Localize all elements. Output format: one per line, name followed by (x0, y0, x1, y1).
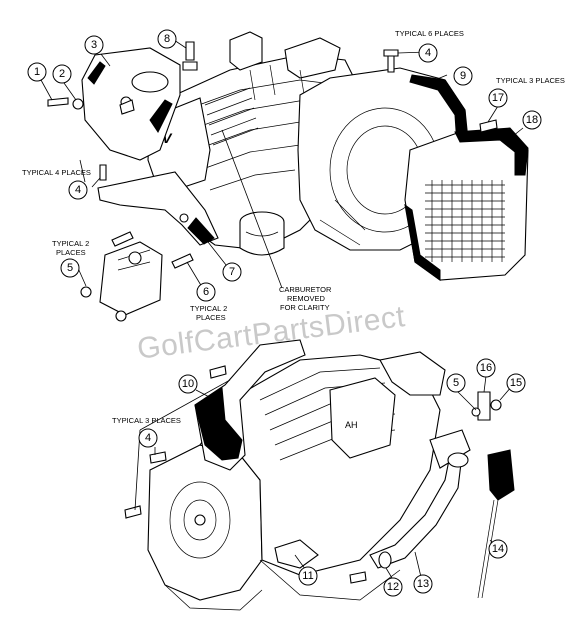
note-carburetor-line3: FOR CLARITY (280, 303, 330, 312)
svg-text:10: 10 (182, 378, 194, 390)
svg-text:2: 2 (59, 68, 65, 80)
svg-text:1: 1 (34, 66, 40, 78)
svg-text:6: 6 (203, 286, 209, 298)
screen-grille (425, 180, 505, 262)
svg-text:13: 13 (417, 578, 429, 590)
callout-12: 12 (383, 577, 403, 597)
callout-18: 18 (522, 110, 542, 130)
note-typical-2-a-line1: TYPICAL 2 (52, 239, 89, 248)
svg-text:11: 11 (302, 570, 313, 582)
svg-text:15: 15 (510, 377, 522, 389)
svg-text:5: 5 (67, 262, 73, 274)
note-typical-3-places: TYPICAL 3 PLACES (496, 76, 565, 85)
callout-14: 14 (488, 539, 508, 559)
callout-2: 2 (52, 64, 72, 84)
callout-16: 16 (476, 358, 496, 378)
callout-1: 1 (27, 62, 47, 82)
svg-text:4: 4 (145, 432, 151, 444)
callout-3: 3 (84, 35, 104, 55)
callout-17: 17 (488, 88, 508, 108)
note-typical-6-places: TYPICAL 6 PLACES (395, 29, 464, 38)
callout-13: 13 (413, 574, 433, 594)
bottom-engine-assembly: AH (124, 339, 515, 611)
top-engine-assembly: HV (47, 31, 529, 322)
callout-4-bottom: 4 (138, 428, 158, 448)
svg-text:8: 8 (164, 33, 170, 45)
annotations: TYPICAL 6 PLACES TYPICAL 3 PLACES TYPICA… (22, 29, 565, 425)
callout-10: 10 (178, 374, 198, 394)
svg-text:4: 4 (425, 47, 431, 59)
callout-4-left: 4 (68, 180, 88, 200)
callout-5-top: 5 (60, 258, 80, 278)
svg-text:16: 16 (480, 362, 492, 374)
callout-5-bottom: 5 (446, 373, 466, 393)
note-typical-3-places-b: TYPICAL 3 PLACES (112, 416, 181, 425)
svg-text:18: 18 (526, 114, 538, 126)
callout-9: 9 (453, 66, 473, 86)
callout-6: 6 (196, 282, 216, 302)
note-typical-2-b-line1: TYPICAL 2 (190, 304, 227, 313)
note-carburetor-line1: CARBURETOR (279, 285, 332, 294)
svg-text:4: 4 (75, 184, 81, 196)
svg-text:12: 12 (387, 581, 399, 593)
svg-text:5: 5 (453, 377, 459, 389)
note-typical-2-b-line2: PLACES (196, 313, 226, 322)
svg-text:14: 14 (492, 543, 504, 555)
svg-text:7: 7 (229, 266, 235, 278)
svg-text:3: 3 (91, 39, 97, 51)
callout-8: 8 (157, 29, 177, 49)
callout-7: 7 (222, 262, 242, 282)
callouts: 1 2 3 8 4 9 17 18 4 5 7 6 10 4 5 16 15 1… (27, 29, 542, 597)
svg-text:17: 17 (492, 92, 504, 104)
callout-4-top: 4 (418, 43, 438, 63)
note-typical-4-places: TYPICAL 4 PLACES (22, 168, 91, 177)
note-carburetor-line2: REMOVED (287, 294, 326, 303)
crankcase (147, 444, 263, 601)
svg-text:9: 9 (460, 70, 466, 82)
dipstick-cap (487, 449, 515, 501)
note-typical-2-a-line2: PLACES (56, 248, 86, 257)
valve-cover-marking: AH (345, 420, 358, 430)
callout-11: 11 (298, 566, 318, 586)
callout-15: 15 (506, 373, 526, 393)
